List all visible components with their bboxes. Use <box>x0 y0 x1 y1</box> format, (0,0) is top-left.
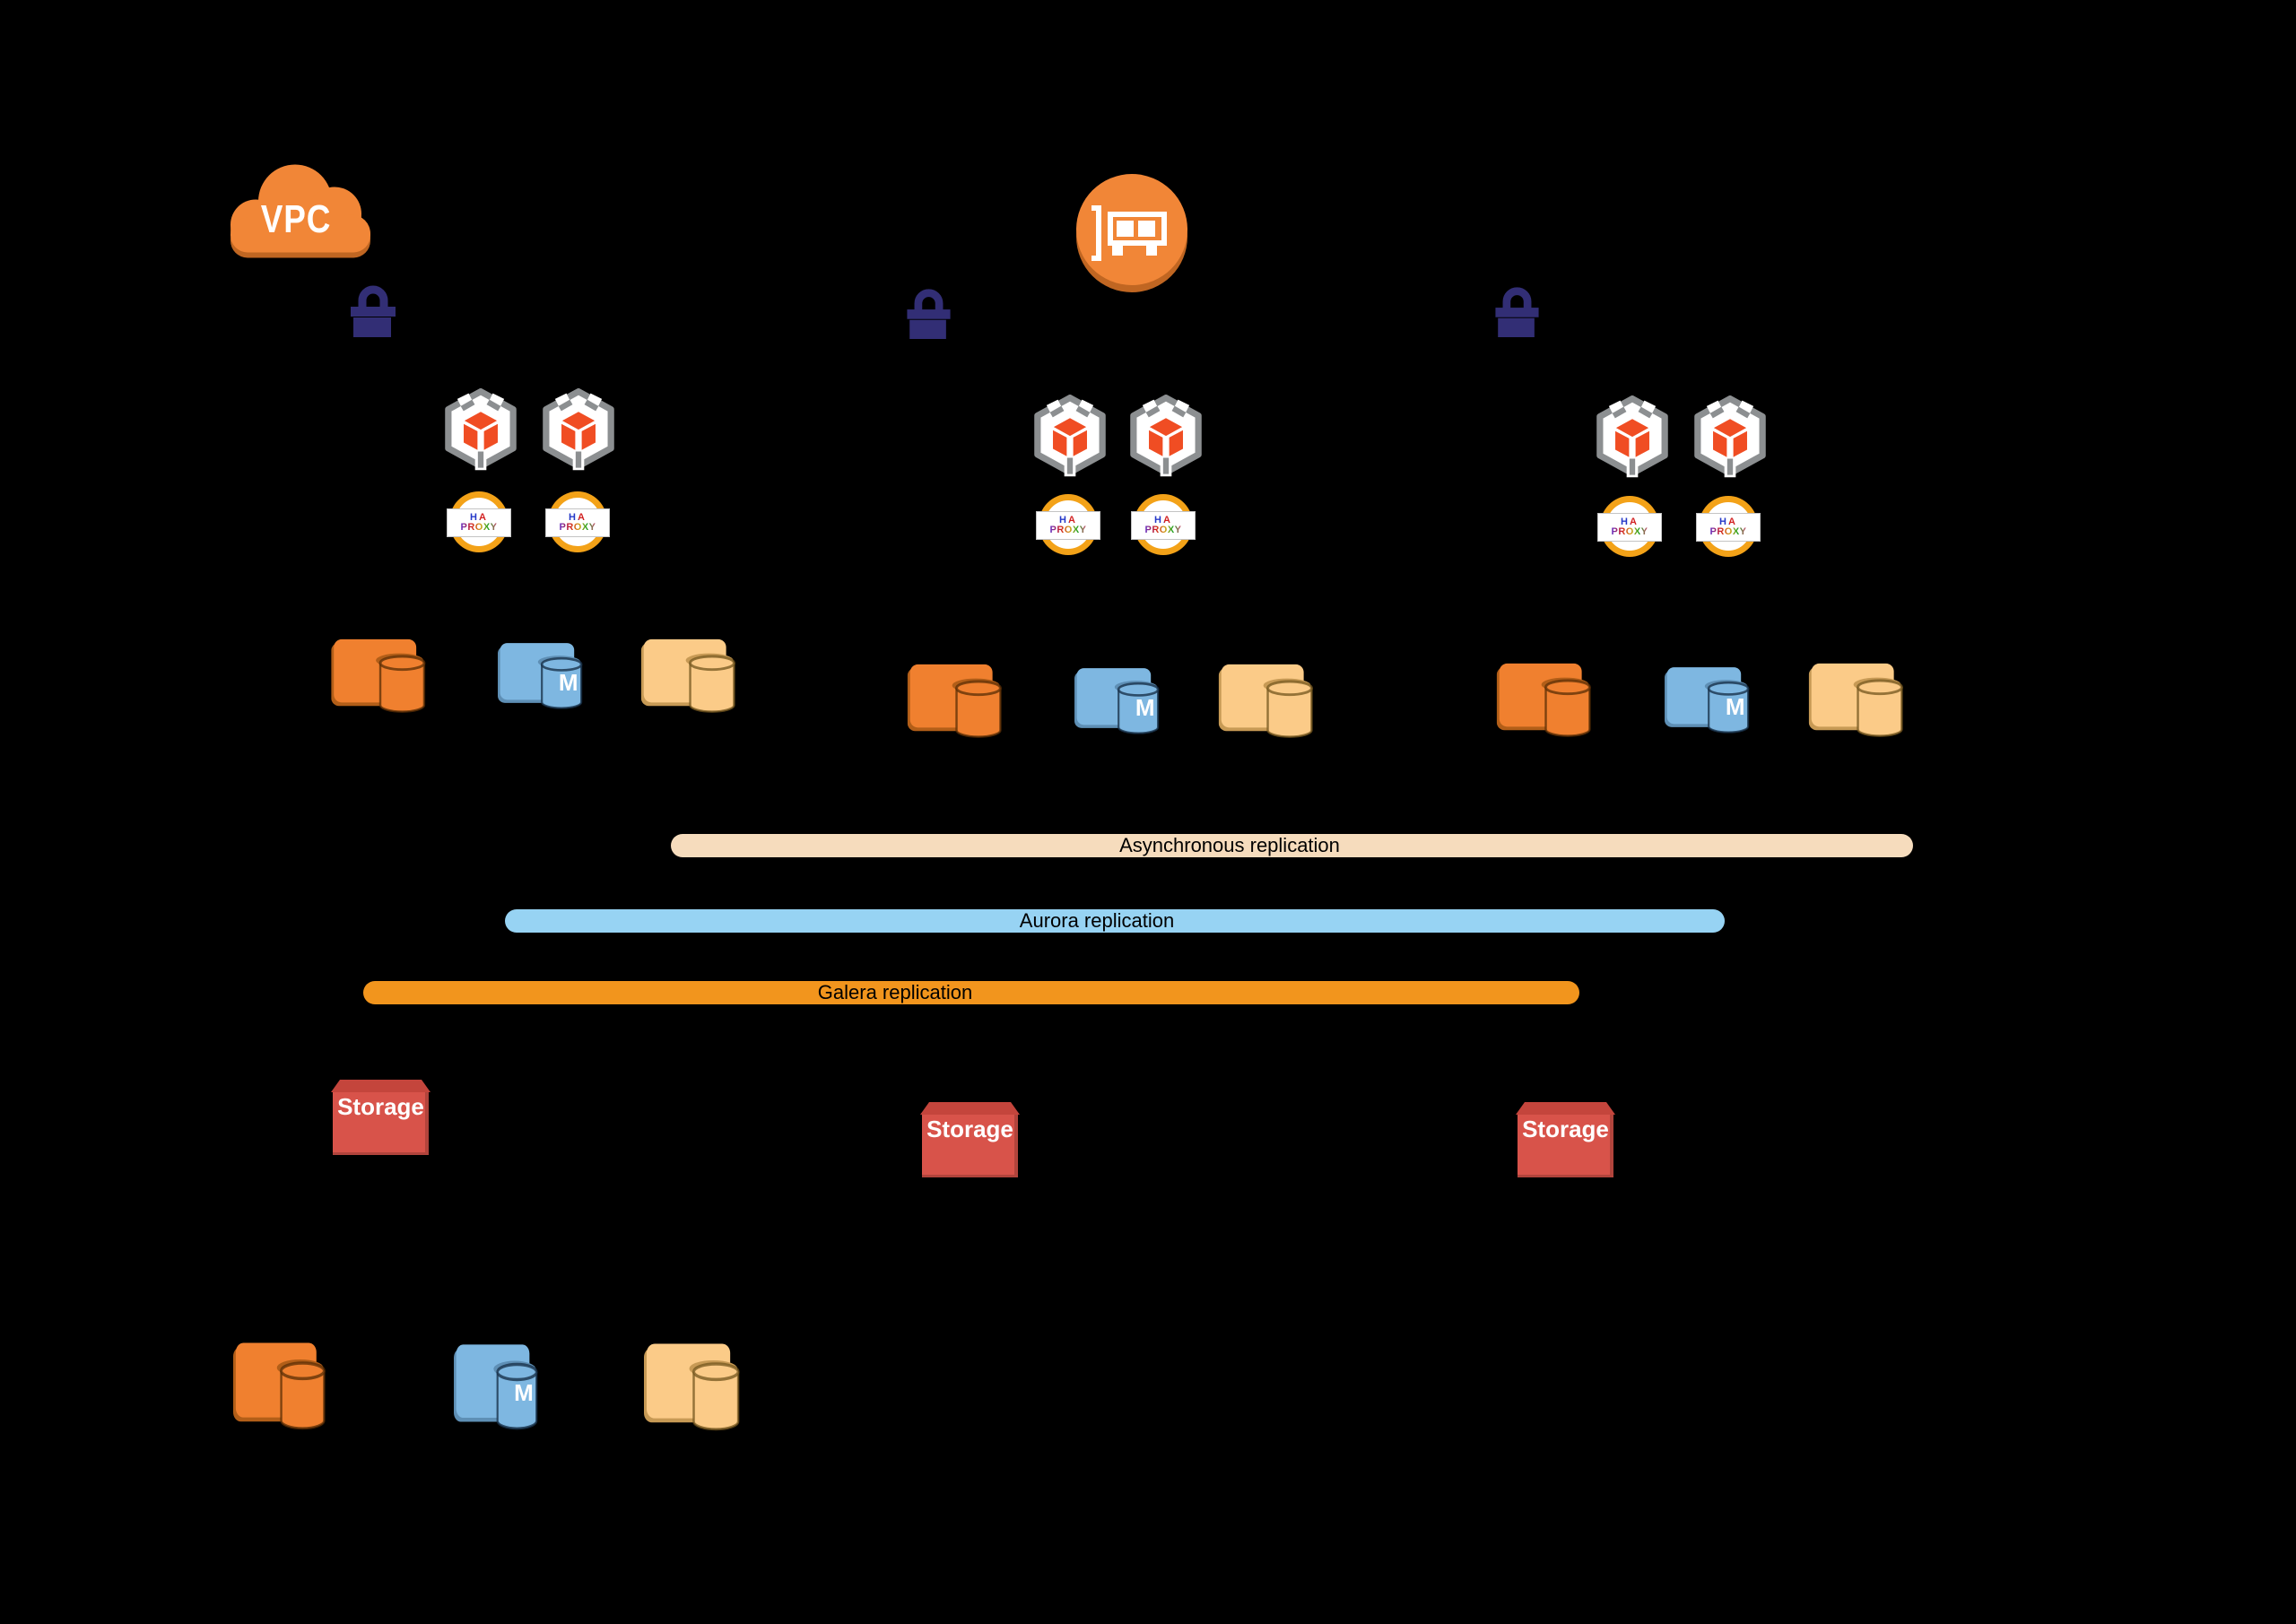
storage-icon: Storage <box>920 1102 1020 1177</box>
db-shape <box>1496 661 1598 740</box>
container-cube-icon <box>441 388 520 473</box>
db-shape <box>1807 661 1911 740</box>
container-cube-icon <box>1593 395 1672 480</box>
master-badge: M <box>558 668 578 696</box>
replication-bar-label: Asynchronous replication <box>1119 834 1340 856</box>
haproxy-label-line1: HA <box>1059 515 1077 525</box>
haproxy-label-line1: HA <box>1621 517 1639 527</box>
lock-icon-right <box>1495 283 1539 337</box>
replication-bar-label: Aurora replication <box>1019 909 1175 932</box>
legend-db-icon-tan <box>644 1341 746 1434</box>
haproxy-label-line2: PROXY <box>1049 525 1087 535</box>
storage-lid <box>1516 1102 1615 1115</box>
haproxy-icon: HA PROXY <box>1696 496 1761 557</box>
haproxy-icon: HA PROXY <box>1036 494 1100 555</box>
db-icon-orange <box>1496 661 1598 740</box>
legend-db-icon-orange <box>233 1340 332 1433</box>
db-icon-blue-master: M <box>1074 662 1165 741</box>
db-shape <box>640 637 743 716</box>
container-cube-icon <box>539 388 618 473</box>
master-badge: M <box>514 1378 534 1406</box>
container-cube-icon <box>1126 395 1205 479</box>
lock-icon-left <box>351 282 396 337</box>
haproxy-logo-box: HA PROXY <box>1131 511 1196 540</box>
container-cube-icon <box>1031 395 1109 479</box>
haproxy-label-line2: PROXY <box>1709 526 1747 537</box>
storage-body <box>1518 1115 1613 1177</box>
haproxy-logo-box: HA PROXY <box>1696 513 1761 542</box>
db-icon-tan <box>640 637 743 716</box>
replication-bar-galera: Galera replication <box>363 981 1579 1004</box>
vpc-cloud-icon: VPC <box>220 158 372 265</box>
haproxy-icon: HA PROXY <box>1131 494 1196 555</box>
db-icon-blue-master: M <box>1665 661 1755 740</box>
vpc-label: VPC <box>260 197 332 241</box>
haproxy-label-line1: HA <box>569 512 587 523</box>
haproxy-label-line2: PROXY <box>1144 525 1182 535</box>
db-icon-tan <box>1218 662 1320 741</box>
haproxy-icon: HA PROXY <box>545 491 610 552</box>
db-shape <box>644 1341 746 1434</box>
storage-lid <box>920 1102 1020 1115</box>
storage-icon: Storage <box>331 1080 430 1155</box>
storage-label: Storage <box>337 1093 424 1120</box>
master-badge: M <box>1725 692 1745 720</box>
db-shape <box>907 662 1009 741</box>
storage-label: Storage <box>1522 1116 1609 1142</box>
db-icon-orange <box>331 637 432 716</box>
container-cube-icon <box>1691 395 1770 480</box>
haproxy-logo-box: HA PROXY <box>545 508 610 537</box>
haproxy-logo-box: HA PROXY <box>1036 511 1100 540</box>
haproxy-icon: HA PROXY <box>1597 496 1662 557</box>
storage-label: Storage <box>926 1116 1013 1142</box>
haproxy-label-line1: HA <box>470 512 488 523</box>
replication-bar-label: Galera replication <box>817 981 973 1003</box>
storage-body <box>333 1092 429 1155</box>
db-shape <box>233 1340 332 1433</box>
master-badge: M <box>1135 693 1155 721</box>
network-interface-icon <box>1074 174 1189 296</box>
storage-lid <box>331 1080 430 1092</box>
replication-bar-asynchronous: Asynchronous replication <box>671 834 1913 857</box>
db-shape <box>1218 662 1320 741</box>
haproxy-label-line2: PROXY <box>460 522 498 533</box>
haproxy-label-line2: PROXY <box>559 522 596 533</box>
haproxy-icon: HA PROXY <box>447 491 511 552</box>
haproxy-label-line2: PROXY <box>1611 526 1648 537</box>
haproxy-logo-box: HA PROXY <box>1597 513 1662 542</box>
haproxy-logo-box: HA PROXY <box>447 508 511 537</box>
haproxy-label-line1: HA <box>1719 517 1737 527</box>
db-shape <box>331 637 432 716</box>
storage-body <box>922 1115 1018 1177</box>
legend-db-icon-blue-master: M <box>454 1342 544 1433</box>
db-icon-orange <box>907 662 1009 741</box>
haproxy-label-line1: HA <box>1154 515 1172 525</box>
db-icon-tan <box>1807 661 1911 740</box>
replication-bar-aurora: Aurora replication <box>505 909 1725 933</box>
db-icon-blue-master: M <box>498 637 588 716</box>
lock-icon-middle <box>907 285 951 339</box>
storage-icon: Storage <box>1516 1102 1615 1177</box>
